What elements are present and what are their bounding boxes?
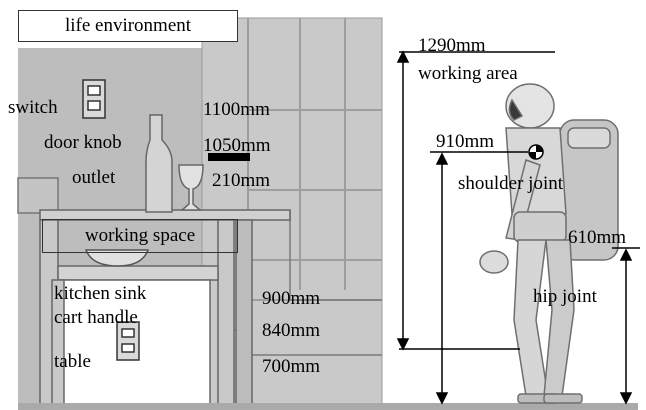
robot-illustration <box>479 83 619 404</box>
hip-label: hip joint <box>533 286 597 307</box>
height-840: 840mm <box>262 320 321 341</box>
shoulder-label: shoulder joint <box>458 173 564 194</box>
wine-glass <box>178 164 204 211</box>
height-1050: 1050mm <box>203 135 271 156</box>
height-700: 700mm <box>262 356 321 377</box>
bowl <box>84 249 150 267</box>
label-switch: switch <box>8 97 58 118</box>
counter-back <box>17 177 59 214</box>
working-area-label: working area <box>418 63 518 84</box>
label-outlet: outlet <box>72 167 116 188</box>
hip-value: 610mm <box>568 227 627 248</box>
life-environment-title: life environment <box>18 10 238 42</box>
label-door-knob: door knob <box>44 132 122 153</box>
label-cart-handle: cart handle <box>54 307 138 328</box>
bottle <box>145 114 173 213</box>
working-space-box: working space <box>42 219 238 253</box>
height-210: 210mm <box>212 170 271 191</box>
shoulder-value: 910mm <box>436 131 495 152</box>
working-area-value: 1290mm <box>418 35 486 56</box>
label-table: table <box>54 351 91 372</box>
label-kitchen-sink: kitchen sink <box>54 283 147 304</box>
height-1100: 1100mm <box>203 99 270 120</box>
floor <box>18 403 638 410</box>
height-900: 900mm <box>262 288 321 309</box>
dimension-lines <box>396 50 640 405</box>
